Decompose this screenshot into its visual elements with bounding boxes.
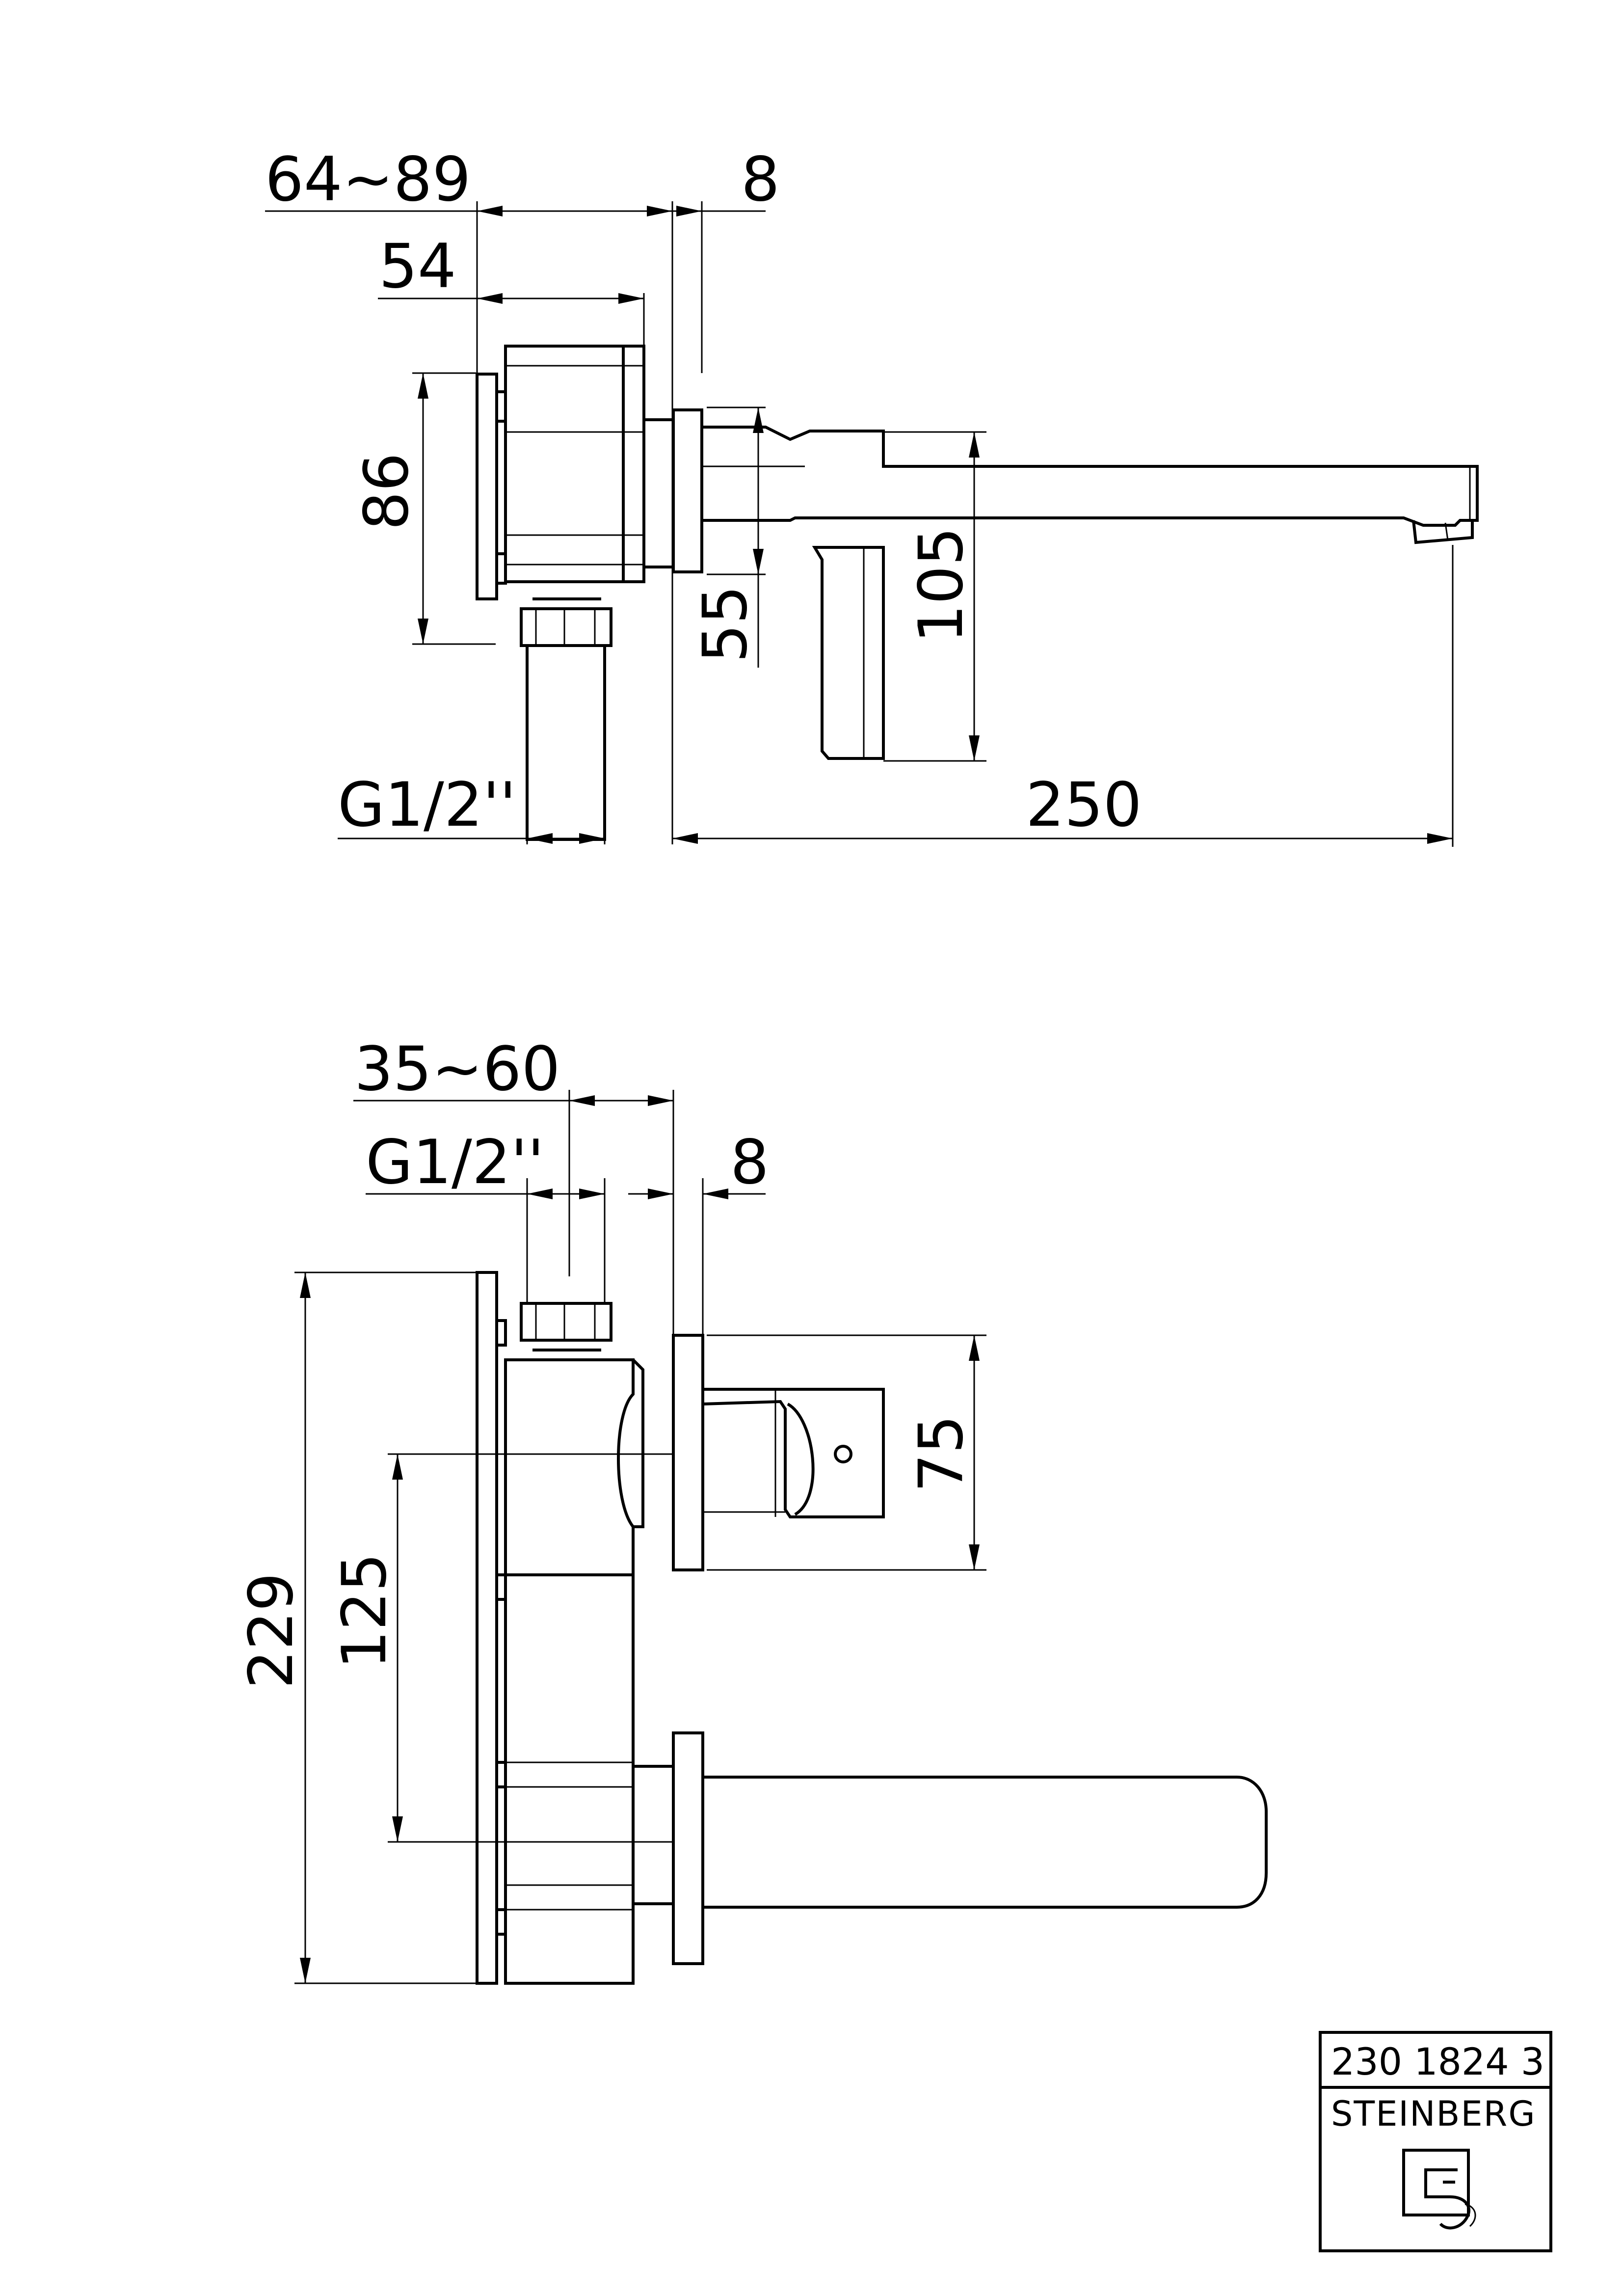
dim-thread-label: G1/2'': [366, 1127, 544, 1198]
steinberg-logo-icon: [1402, 2149, 1476, 2230]
dim-centre-distance-label: 125: [329, 1553, 400, 1669]
dim-cover-label: 8: [730, 1127, 769, 1198]
mounting-flange: [476, 373, 498, 600]
dim-lever-height-label: 75: [906, 1415, 977, 1492]
dim-depth-range-label: 64~89: [265, 144, 471, 215]
valve-body-lower: [504, 1573, 635, 1985]
connection-nut: [520, 1302, 612, 1342]
dim-cover-label: 8: [741, 144, 780, 215]
inlet-pipe: [526, 644, 606, 841]
dim-total-height-label: 229: [236, 1572, 307, 1689]
dim-body-height-label: 86: [351, 453, 422, 530]
spout: [700, 426, 1479, 527]
connection-nut: [520, 607, 612, 647]
lever-handle: [812, 546, 885, 760]
dim-body-depth-label: 54: [379, 231, 456, 302]
lever-cover-plate: [672, 1334, 704, 1571]
top-view: 64~89 8 54 86 55 105 G1/2'' 250: [265, 144, 1479, 847]
lever-handle: [701, 1388, 885, 1518]
valve-body-upper: [504, 1358, 635, 1576]
spout: [701, 1776, 1268, 1909]
title-block: 230 1824 3 STEINBERG: [1319, 2031, 1552, 2252]
dim-spout-projection-label: 250: [1026, 770, 1142, 840]
dim-thread-label: G1/2'': [338, 770, 516, 840]
cover-plate: [672, 408, 703, 573]
dim-lever-offset-label: 55: [690, 585, 761, 663]
mounting-flange: [476, 1271, 498, 1985]
front-view: 35~60 G1/2'' 8 75 229 125: [236, 1034, 1268, 1985]
article-number: 230 1824 3: [1331, 2040, 1544, 2083]
dim-spout-height-label: 105: [906, 527, 977, 643]
spout-cover-plate: [672, 1731, 704, 1965]
dim-depth-range-label: 35~60: [354, 1034, 560, 1105]
brand-name: STEINBERG: [1331, 2094, 1536, 2134]
